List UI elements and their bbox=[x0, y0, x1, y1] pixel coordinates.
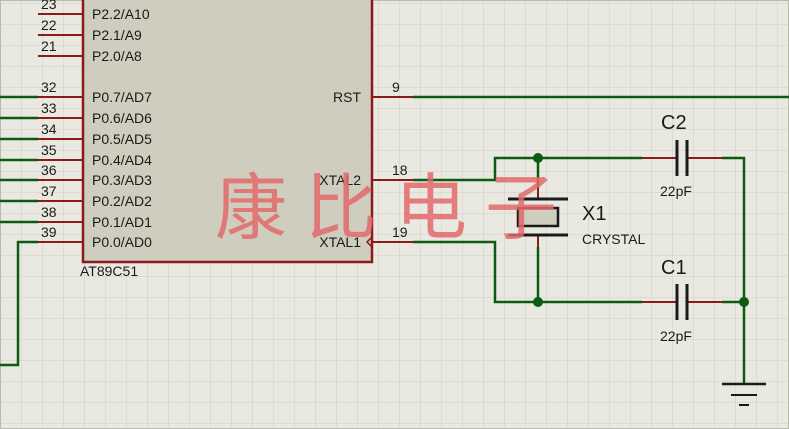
pin-number: 9 bbox=[392, 79, 400, 95]
c1-ref: C1 bbox=[661, 257, 687, 279]
pin-number: 23 bbox=[41, 0, 57, 12]
wire-xtal2[interactable] bbox=[413, 156, 642, 182]
pin-label: P0.5/AD5 bbox=[92, 131, 152, 147]
crystal-x1[interactable]: X1 CRYSTAL bbox=[508, 188, 645, 247]
pin-label: XTAL1 bbox=[319, 234, 361, 250]
watermark-text: 康比电子 bbox=[215, 166, 575, 250]
c2-ref: C2 bbox=[661, 112, 687, 134]
pin-label: P0.2/AD2 bbox=[92, 193, 152, 209]
pin-label: P0.1/AD1 bbox=[92, 214, 152, 230]
junction-dot bbox=[533, 297, 543, 307]
ground-symbol[interactable] bbox=[722, 382, 766, 406]
wire-cap-return[interactable] bbox=[722, 156, 746, 383]
capacitor-c1[interactable]: C1 22pF bbox=[642, 257, 722, 344]
wire-xtal1[interactable] bbox=[413, 240, 642, 304]
x1-value: CRYSTAL bbox=[582, 231, 645, 247]
pin-label: P0.3/AD3 bbox=[92, 172, 152, 188]
x1-body bbox=[516, 206, 560, 228]
left-pin-numbers: 23 22 21 32 33 34 35 36 37 38 39 bbox=[41, 0, 57, 240]
pin-number: 39 bbox=[41, 224, 57, 240]
clock-marker bbox=[365, 236, 373, 248]
chip-body[interactable] bbox=[81, 0, 374, 264]
pin-number: 34 bbox=[41, 121, 57, 137]
pin-number: 35 bbox=[41, 142, 57, 158]
junction-dot bbox=[533, 153, 543, 163]
pin-number: 36 bbox=[41, 162, 57, 178]
pin-number: 19 bbox=[392, 224, 408, 240]
pin-label: P2.2/A10 bbox=[92, 6, 150, 22]
pin-number: 38 bbox=[41, 204, 57, 220]
pin-label: XTAL2 bbox=[319, 172, 361, 188]
pin-number: 21 bbox=[41, 38, 57, 54]
pin-number: 22 bbox=[41, 17, 57, 33]
c2-value: 22pF bbox=[660, 183, 692, 199]
pin-label: P0.7/AD7 bbox=[92, 89, 152, 105]
pin-number: 32 bbox=[41, 79, 57, 95]
pin-label: P0.4/AD4 bbox=[92, 152, 152, 168]
pin-label: P0.0/AD0 bbox=[92, 234, 152, 250]
x1-ref: X1 bbox=[582, 203, 606, 225]
c1-value: 22pF bbox=[660, 328, 692, 344]
pin-label: P2.1/A9 bbox=[92, 27, 142, 43]
right-pin-group: 9 18 19 RST XTAL2 XTAL1 bbox=[319, 79, 789, 250]
capacitor-c2[interactable]: C2 22pF bbox=[642, 112, 722, 199]
left-pin-group bbox=[0, 13, 83, 367]
wire-p00[interactable] bbox=[0, 240, 38, 367]
pin-label: P2.0/A8 bbox=[92, 48, 142, 64]
junctions bbox=[533, 153, 749, 307]
pin-number: 33 bbox=[41, 100, 57, 116]
pin-number: 18 bbox=[392, 162, 408, 178]
pin-label: RST bbox=[333, 89, 361, 105]
junction-dot bbox=[739, 297, 749, 307]
pin-label: P0.6/AD6 bbox=[92, 110, 152, 126]
pin-number: 37 bbox=[41, 183, 57, 199]
left-pin-labels: P2.2/A10 P2.1/A9 P2.0/A8 P0.7/AD7 P0.6/A… bbox=[92, 6, 152, 250]
chip-name: AT89C51 bbox=[80, 263, 138, 279]
